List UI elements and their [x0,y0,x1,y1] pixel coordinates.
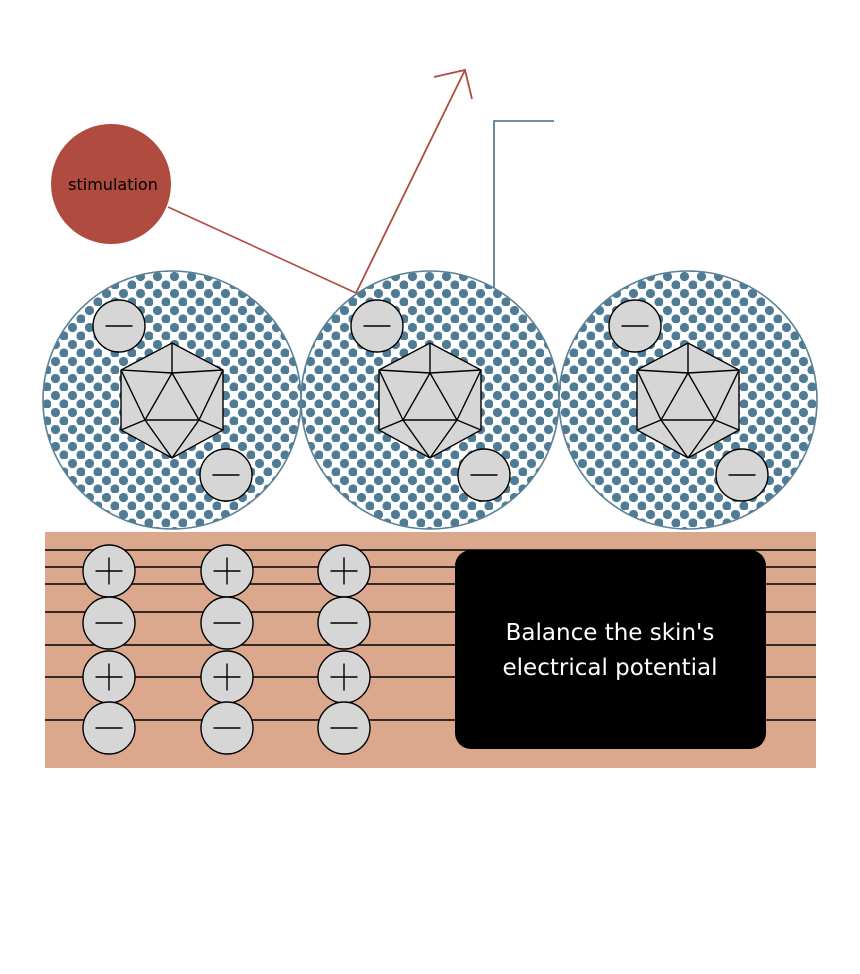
arrow-head-icon [433,68,473,100]
balance-box-rect [455,550,766,749]
icosahedron-edge [429,419,458,459]
balance-label-line1: Balance the skin's [506,620,715,646]
particle-middle [300,270,560,530]
bracket-line [493,120,554,288]
icosahedron-edge [171,419,200,459]
icosahedron-edge [378,419,404,431]
particle-left [42,270,302,530]
balance-label-line2: electrical potential [503,655,718,681]
icosahedron-face [659,371,717,421]
icosahedron-edge [120,419,146,431]
icosahedron-edge [687,369,740,374]
stimulation-connector [167,206,357,294]
ion-column-1 [82,544,136,755]
skin-ion-columns [82,544,371,755]
minus-ion [200,701,254,755]
stimulation-label: stimulation [68,175,158,194]
ion-column-3 [317,544,371,755]
icosahedron-edge [660,419,689,459]
plus-ion [317,650,371,704]
minus-ion [82,701,136,755]
icosahedron-edge [714,419,740,431]
minus-ion [350,299,404,353]
minus-ion [82,596,136,650]
icosahedron-icon [120,342,224,459]
icosahedron-edge [456,419,482,431]
icosahedron-edge [171,369,224,374]
icosahedron-edge [456,369,482,421]
icosahedron-face [143,371,201,421]
icosahedron-face [401,371,459,421]
icosahedron-edge [198,369,224,421]
plus-ion [200,544,254,598]
icosahedron-edge [378,369,404,421]
particles [42,270,818,530]
minus-ion [317,596,371,650]
minus-ion [715,448,769,502]
icosahedron-edge [198,419,224,431]
icosahedron-edge [636,369,689,374]
plus-ion [82,544,136,598]
plus-ion [200,650,254,704]
particle-right [558,270,818,530]
icosahedron-edge [636,419,662,431]
minus-ion [317,701,371,755]
icosahedron-edge [636,369,662,421]
minus-ion [608,299,662,353]
icosahedron-edge [714,369,740,421]
icosahedron-edge [378,369,431,374]
icosahedron-icon [378,342,482,459]
icosahedron-icon [636,342,740,459]
balance-box: Balance the skin's electrical potential [455,550,766,749]
ion-column-2 [200,544,254,755]
icosahedron-edge [402,419,431,459]
icosahedron-edge [120,369,146,421]
minus-ion [92,299,146,353]
icosahedron-edge [120,369,173,374]
signal-bracket [493,120,554,288]
plus-ion [82,650,136,704]
icosahedron-edge [144,419,173,459]
minus-ion [200,596,254,650]
plus-ion [317,544,371,598]
arrow-shaft [355,69,466,294]
icosahedron-edge [687,419,716,459]
minus-ion [457,448,511,502]
stimulation-circle [51,124,171,244]
upward-arrow [355,68,473,294]
minus-ion [199,448,253,502]
stimulation-node: stimulation [51,124,357,294]
icosahedron-edge [429,369,482,374]
